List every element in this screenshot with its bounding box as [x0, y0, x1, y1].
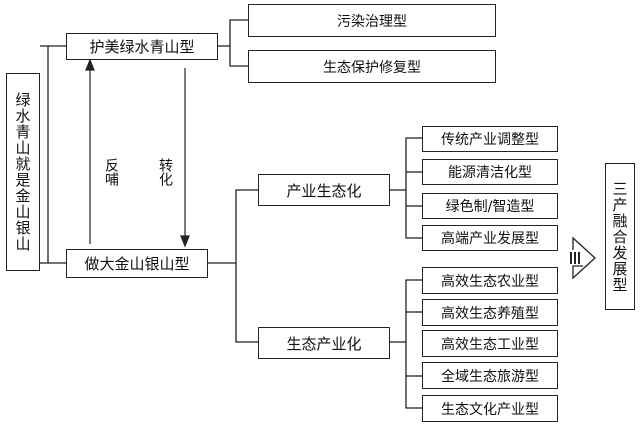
node-label: 高效生态工业型 — [441, 336, 539, 353]
node-pollution-control: 污染治理型 — [248, 4, 496, 37]
node-label: 生态文化产业型 — [441, 401, 539, 418]
node-eco-agriculture: 高效生态农业型 — [422, 267, 558, 294]
node-label: 产业生态化 — [286, 181, 362, 200]
label-feedback: 反哺 — [103, 158, 119, 186]
node-eco-culture: 生态文化产业型 — [422, 395, 558, 422]
node-eco-industry: 高效生态工业型 — [422, 330, 558, 357]
label-transform: 转化 — [157, 158, 173, 186]
root-node: 绿水青山就是金山银山 — [6, 73, 40, 271]
node-label: 高效生态养殖型 — [441, 305, 539, 322]
node-label: 污染治理型 — [337, 13, 407, 30]
node-label: 绿色制/智造型 — [445, 199, 535, 215]
node-industry-ecologization: 产业生态化 — [258, 174, 390, 206]
node-tri-industry-integration: 三产融合发展型 — [605, 163, 635, 310]
node-eco-breeding: 高效生态养殖型 — [422, 299, 558, 326]
node-eco-tourism: 全域生态旅游型 — [422, 362, 558, 389]
node-grow-gold-mountains: 做大金山银山型 — [66, 249, 208, 278]
node-label: 全域生态旅游型 — [441, 368, 539, 385]
node-protect-green-mountains: 护美绿水青山型 — [66, 33, 218, 60]
node-label: 高端产业发展型 — [441, 231, 539, 247]
fat-arrow-icon — [570, 236, 596, 280]
node-label: 传统产业调整型 — [441, 132, 539, 148]
node-label: 护美绿水青山型 — [89, 38, 195, 56]
node-high-end-industry: 高端产业发展型 — [422, 225, 558, 251]
node-label: 高效生态农业型 — [441, 273, 539, 290]
node-green-manufacturing: 绿色制/智造型 — [422, 193, 558, 219]
root-label: 绿水青山就是金山银山 — [13, 92, 32, 252]
node-label: 生态保护修复型 — [323, 59, 421, 76]
node-ecology-industrialization: 生态产业化 — [258, 327, 390, 359]
node-eco-restoration: 生态保护修复型 — [248, 50, 496, 83]
node-label: 能源清洁化型 — [448, 165, 532, 181]
node-clean-energy: 能源清洁化型 — [422, 159, 558, 185]
node-label: 生态产业化 — [286, 334, 362, 353]
result-label: 三产融合发展型 — [610, 180, 629, 293]
node-traditional-industry: 传统产业调整型 — [422, 126, 558, 152]
node-label: 做大金山银山型 — [84, 255, 190, 273]
